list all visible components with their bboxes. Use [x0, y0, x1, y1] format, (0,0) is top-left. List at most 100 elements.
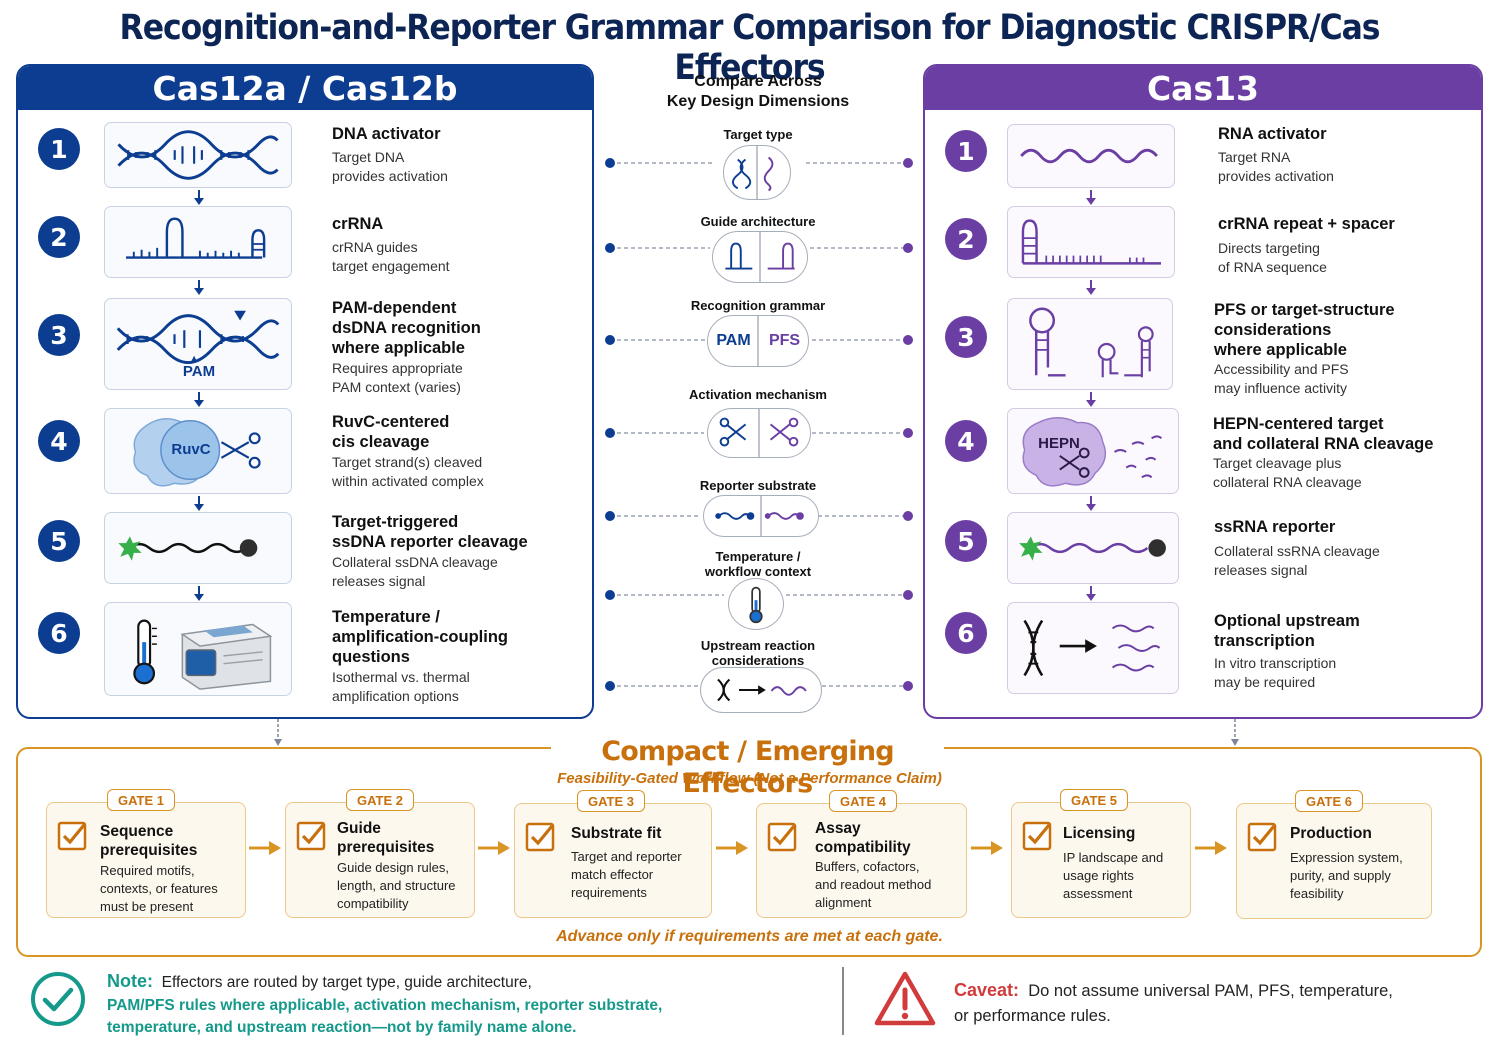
cas13-pfs-box	[1007, 298, 1173, 390]
cas12-step-1-number: 1	[38, 128, 80, 170]
gate-2-card: GATE 2 Guide prerequisites Guide design r…	[285, 789, 475, 918]
cas13-step-5-number: 5	[945, 520, 987, 562]
dimension-reporter-substrate	[703, 495, 819, 537]
dimension-recognition-grammar: PAM PFS	[707, 315, 809, 367]
dimension-guide-architecture	[712, 231, 808, 283]
gate-3-label: GATE 3	[577, 790, 645, 812]
note-label: Note:	[107, 971, 153, 991]
cas13-to-workflow-arrow	[1231, 719, 1239, 746]
dimension-label-line: workflow context	[704, 564, 812, 579]
cas12-step-5-title: ssDNA reporter cleavage	[332, 533, 528, 551]
gate-desc-line: Target and reporter	[571, 849, 682, 864]
note-text-plain: Effectors are routed by target type, gui…	[161, 974, 532, 991]
cas13-step-4-text: HEPN-centered target and collateral RNA c…	[1213, 414, 1481, 491]
cas13-step-3-title: PFS or target-structure	[1214, 301, 1395, 319]
thermometer-icon	[133, 619, 157, 685]
cas12-crrna-box	[104, 206, 292, 278]
gate-desc-line: Buffers, cofactors,	[815, 859, 920, 874]
cas13-rna-box	[1007, 124, 1175, 188]
gate-3-card: GATE 3 Substrate fit Target and reporter…	[514, 790, 712, 918]
ssrna-reporter-icon	[1019, 536, 1166, 561]
checkbox-icon	[1247, 822, 1277, 852]
gate-desc-line: requirements	[571, 885, 647, 900]
gate-title-line: Production	[1290, 825, 1372, 842]
cas12-step-4-desc: Target strand(s) cleaved	[332, 454, 483, 470]
gate-2-desc: Guide design rules,length, and structure…	[337, 859, 474, 913]
cas12-ruvc-box: RuvC	[104, 408, 292, 494]
cas12-step-4-desc: within activated complex	[332, 472, 484, 489]
cas12-arrow-3	[194, 392, 204, 407]
dimension-label-target-type: Target type	[723, 127, 793, 142]
gate-desc-line: alignment	[815, 895, 872, 910]
cas12-step-5-title: Target-triggered	[332, 513, 459, 531]
cas13-arrow-5	[1086, 586, 1096, 601]
gate-arrow-1	[249, 841, 281, 855]
caveat-text: Caveat: Do not assume universal PAM, PFS…	[954, 978, 1474, 1029]
gate-title-line: Substrate fit	[571, 825, 662, 842]
gate-arrow-5	[1195, 841, 1227, 855]
cas12-step-1-title: DNA activator	[332, 125, 441, 143]
caveat-label: Caveat:	[954, 980, 1020, 1000]
cas13-step-3-title: where applicable	[1214, 341, 1347, 359]
cas12-step-2-title: crRNA	[332, 215, 384, 233]
gate-1-label: GATE 1	[107, 789, 175, 811]
cas13-step-6-title: Optional upstream	[1214, 612, 1360, 630]
gate-title-line: Sequence	[100, 823, 174, 840]
cas13-reporter-box	[1007, 512, 1179, 584]
checkbox-icon	[1022, 821, 1052, 851]
crrna-hairpin-icon	[1021, 219, 1161, 265]
cas13-step-4-title: and collateral RNA cleavage	[1213, 435, 1434, 453]
cas13-step-6-title: transcription	[1214, 632, 1315, 650]
dimension-label-guide-architecture: Guide architecture	[700, 214, 816, 229]
cas12-step-6-title: amplification-coupling	[332, 628, 508, 646]
gate-title-line: prerequisites	[337, 839, 435, 856]
gate-arrow-3	[716, 841, 748, 855]
gate-desc-line: and readout method	[815, 877, 932, 892]
cas12-arrow-4	[194, 496, 204, 511]
crrna-hairpin-icon	[126, 217, 266, 259]
cas13-step-2-desc: of RNA sequence	[1218, 258, 1327, 275]
gate-arrow-2	[478, 841, 510, 855]
checkbox-icon	[57, 821, 87, 851]
cas13-step-4-number: 4	[945, 420, 987, 462]
page-title: Recognition-and-Reporter Grammar Compari…	[119, 8, 1381, 88]
pam-pfs-divider	[757, 316, 759, 366]
gate-5-label: GATE 5	[1060, 789, 1128, 811]
gate-arrow-4	[971, 841, 1003, 855]
cas13-step-1-number: 1	[945, 130, 987, 172]
cas13-arrow-4	[1086, 496, 1096, 511]
cas13-step-5-desc: Collateral ssRNA cleavage	[1214, 543, 1380, 559]
cas12-panel: Cas12a / Cas12b 1 2 3 4 5 6	[16, 64, 594, 719]
workflow-footer: Advance only if requirements are met at …	[556, 928, 943, 945]
gate-4-desc: Buffers, cofactors, and readout method ali…	[815, 858, 965, 912]
cas13-step-4-desc: Target cleavage plus	[1213, 455, 1342, 471]
cas12-step-6-number: 6	[38, 612, 80, 654]
gate-title-line: prerequisites	[100, 842, 198, 859]
dimension-label-recognition-grammar: Recognition grammar	[690, 298, 826, 313]
cas12-step-6-title: Temperature /	[332, 608, 440, 626]
cas13-step-5-desc: releases signal	[1214, 561, 1308, 578]
gate-title-line: Guide	[337, 820, 381, 837]
ruvc-scissors-icon	[133, 418, 261, 487]
cas12-dna-box	[104, 122, 292, 188]
gate-2-label: GATE 2	[346, 789, 414, 811]
cas12-step-1-desc: Target DNA	[332, 149, 405, 165]
cas12-step-3-title: where applicable	[332, 339, 465, 357]
hepn-label: HEPN	[1038, 435, 1080, 452]
gate-desc-line: match effector	[571, 867, 654, 882]
cas12-to-workflow-arrow	[274, 719, 282, 746]
cas13-step-1-desc: Target RNA	[1218, 149, 1291, 165]
cas13-header: Cas13	[925, 66, 1481, 110]
cas13-step-4-title: HEPN-centered target	[1213, 415, 1384, 433]
cas12-step-4-title: cis cleavage	[332, 433, 430, 451]
compare-heading-line: Key Design Dimensions	[666, 93, 850, 110]
